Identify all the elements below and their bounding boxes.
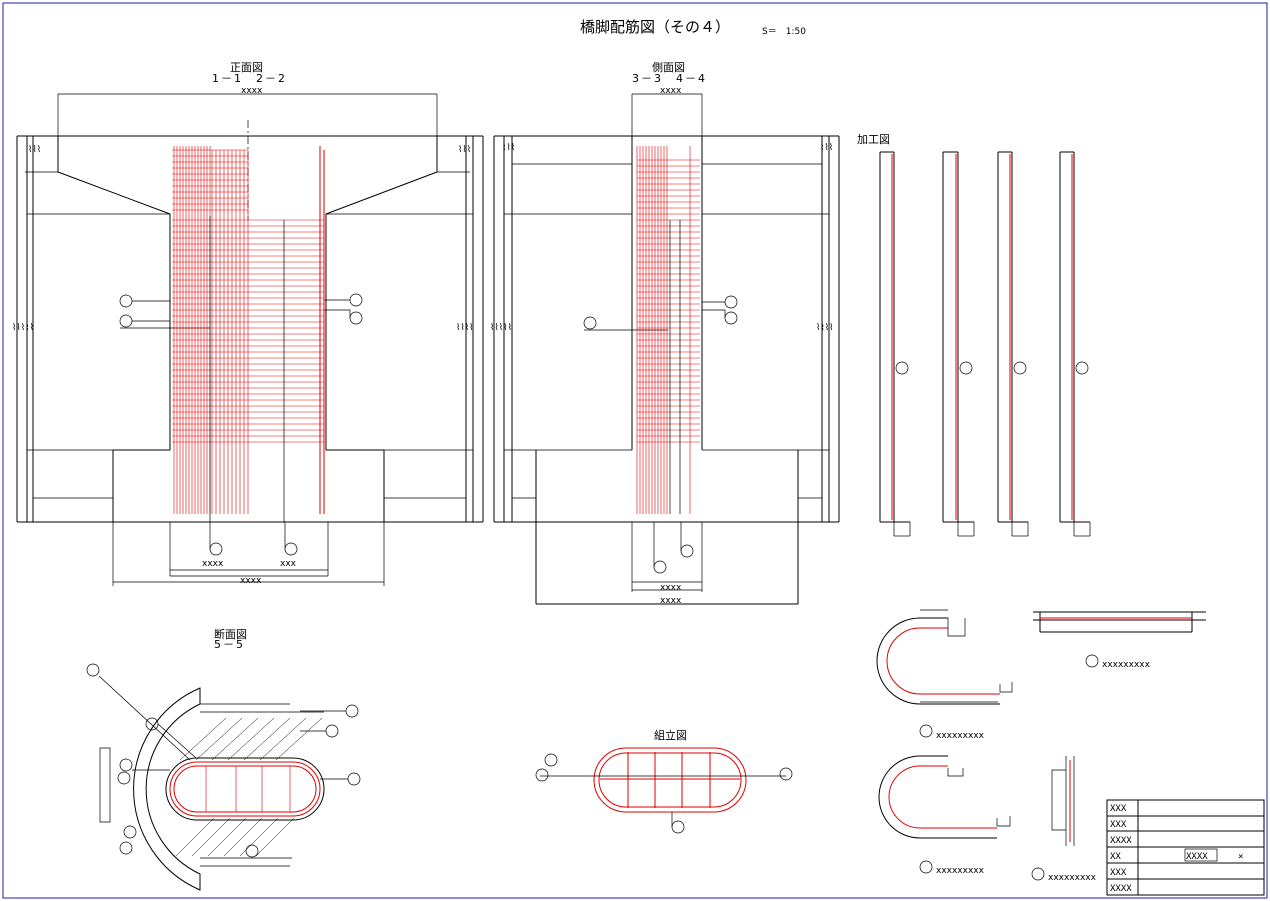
svg-text:xxxx: xxxx [202, 559, 224, 569]
leader-mark [1013, 361, 1027, 375]
svg-text:⌇⌇⌇: ⌇⌇⌇ [458, 144, 471, 155]
svg-text:xxxx: xxxx [240, 576, 262, 586]
title-block: XXXX × XXX XXX XXXX XX XXX XXXX [1106, 799, 1265, 896]
leader-mark [959, 361, 973, 375]
front-view-rebar [172, 146, 325, 522]
title-block-row: XXXX [1110, 836, 1132, 846]
leader-mark [583, 295, 738, 574]
title-block-row: XXX [1110, 820, 1127, 830]
title-block-row: XXXX [1110, 884, 1132, 894]
svg-text:⌇⌇⌇: ⌇⌇⌇ [820, 142, 833, 153]
title-block-mark: × [1238, 852, 1243, 862]
svg-text:⌇⌇⌇⌇⌇: ⌇⌇⌇⌇⌇ [490, 322, 512, 333]
leader-mark [919, 860, 933, 874]
title-block-row: XXX [1110, 804, 1127, 814]
svg-text:xxxxxxxxx: xxxxxxxxx [1048, 873, 1097, 883]
front-view: 正面図 1－1 2－2 xxxx xxxx xxxx xxx ⌇⌇⌇ ⌇⌇⌇ ⌇… [12, 61, 484, 586]
leader-mark [86, 663, 361, 858]
leader-mark [119, 293, 363, 556]
svg-text:xxxx: xxxx [660, 596, 682, 606]
svg-text:⌇⌇⌇: ⌇⌇⌇ [502, 142, 515, 153]
processing-view-name: 加工図 [857, 133, 890, 146]
svg-text:xxxx: xxxx [241, 86, 263, 96]
side-view-name: 側面図 [652, 61, 685, 74]
side-view-sections: 3－3 4－4 [632, 72, 707, 85]
leader-mark [1031, 867, 1045, 881]
leader-mark [919, 724, 933, 738]
assembly-view-name: 組立図 [654, 728, 687, 742]
svg-text:xxx: xxx [280, 559, 297, 569]
front-view-sections: 1－1 2－2 [212, 72, 287, 85]
svg-text:⌇⌇⌇: ⌇⌇⌇ [28, 144, 41, 155]
svg-text:xxxxxxxxx: xxxxxxxxx [936, 731, 985, 741]
side-view-rebar [636, 146, 700, 514]
svg-text:⌇⌇⌇⌇⌇: ⌇⌇⌇⌇⌇ [12, 322, 34, 333]
svg-text:xxxxxxxxx: xxxxxxxxx [936, 866, 985, 876]
title-block-row: XXX [1110, 868, 1127, 878]
drawing-title: 橋脚配筋図（その４） [580, 18, 730, 36]
processing-bars [879, 151, 1091, 537]
title-block-field: XXXX [1186, 852, 1208, 862]
title-block-row: XX [1110, 852, 1121, 862]
assembly-view: 組立図 [535, 728, 793, 834]
svg-text:xxxxxxxxx: xxxxxxxxx [1102, 660, 1151, 670]
drawing-scale: S＝ 1:50 [762, 27, 806, 37]
processing-view: 加工図 xxxxxxxxx xxxxxxxxx xxxxxxxxx xxxxxx… [857, 133, 1206, 883]
leader-mark [535, 753, 793, 834]
svg-text:⌇⌇⌇⌇: ⌇⌇⌇⌇ [816, 322, 834, 333]
leader-mark [895, 361, 909, 375]
svg-text:⌇⌇⌇⌇: ⌇⌇⌇⌇ [456, 322, 474, 333]
leader-mark [1085, 654, 1099, 668]
cross-section-name: 断面図 [214, 627, 247, 641]
svg-text:xxxx: xxxx [660, 86, 682, 96]
leader-mark [1075, 361, 1089, 375]
cross-section-view: 断面図 5－5 [86, 627, 361, 891]
hatch-area [175, 717, 323, 857]
side-view: 側面図 3－3 4－4 xxxx xxxx xxxx ⌇⌇⌇ ⌇⌇⌇ ⌇⌇⌇⌇⌇… [490, 61, 840, 606]
svg-text:xxxx: xxxx [660, 583, 682, 593]
cross-section-sections: 5－5 [214, 638, 245, 651]
front-view-name: 正面図 [230, 61, 263, 74]
